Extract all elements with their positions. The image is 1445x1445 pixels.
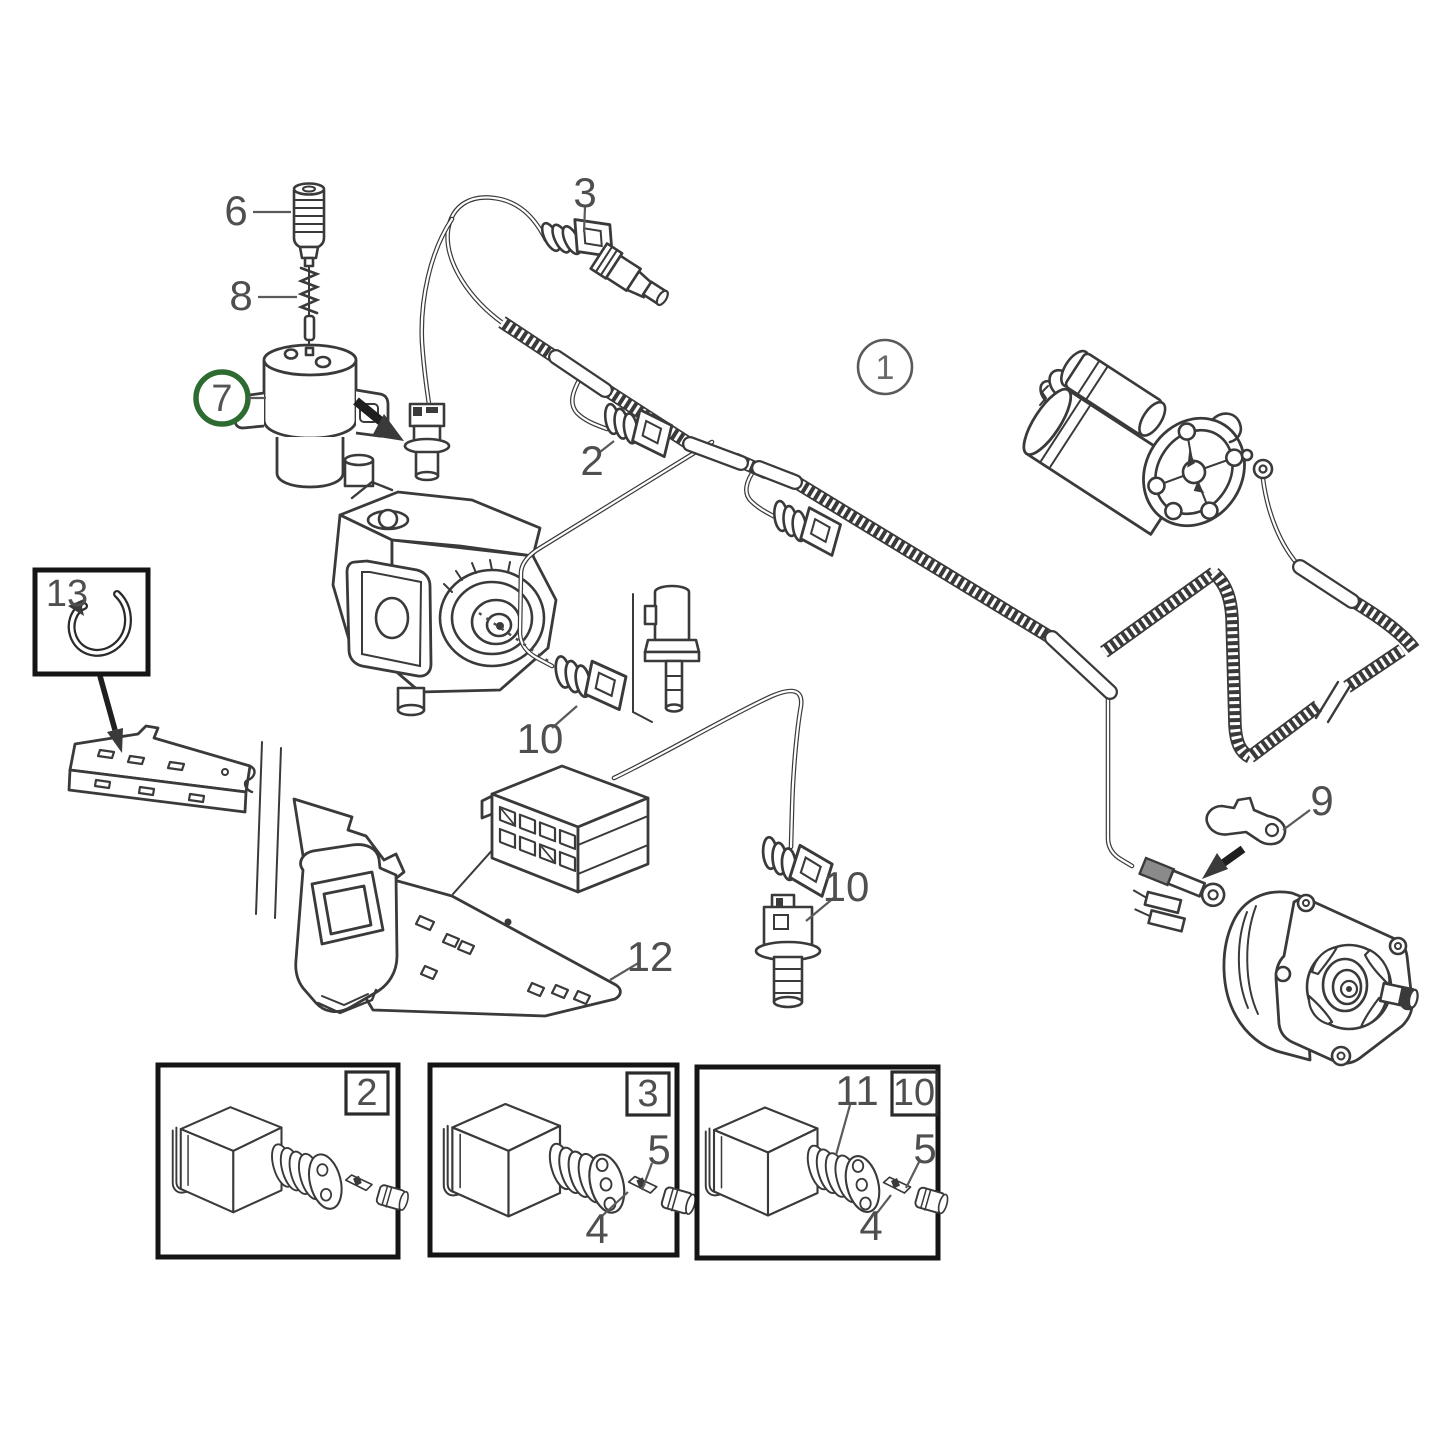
inset-box-connector-10 [694, 1064, 951, 1261]
connector-block [480, 764, 650, 894]
inset-box-connector-2 [155, 1062, 411, 1260]
sensor-part-10 [754, 893, 822, 1009]
glow-plug-part-6 [292, 182, 326, 345]
callout-1: 1 [875, 349, 895, 387]
mounting-bracket-left-section [67, 724, 282, 919]
inset-box-connector-3 [427, 1062, 699, 1258]
callout-10-mid: 10 [516, 715, 564, 762]
temperature-sensor [589, 242, 669, 307]
callout-shapes [193, 206, 1311, 922]
starter-end-cap [1142, 416, 1246, 528]
ring-terminal-leads [1132, 856, 1226, 933]
inset-callout-4c: 4 [859, 1202, 883, 1249]
harness-branch-wires [419, 195, 1304, 869]
inset-tag-10: 10 [892, 1072, 936, 1114]
callout-12: 12 [626, 933, 674, 980]
callout-3: 3 [573, 169, 597, 216]
pump-governor-cover [345, 559, 433, 678]
starter-motor [1022, 349, 1274, 536]
callout-2: 2 [580, 437, 604, 484]
injection-pump [331, 453, 558, 717]
pointer-arrow-solenoid [353, 397, 404, 441]
fuel-shutoff-sensor [403, 402, 451, 482]
pointer-arrow-terminal-9 [1202, 845, 1246, 879]
oil-pressure-sensor [632, 584, 701, 723]
inset-callout-5b: 5 [647, 1126, 671, 1173]
callout-6: 6 [224, 187, 248, 234]
spring-part-8 [297, 266, 321, 353]
terminal-kit-part-9 [1132, 796, 1287, 933]
inset-callout-5c: 5 [913, 1125, 937, 1172]
callout-7: 7 [211, 378, 233, 420]
main-harness-part-1 [498, 316, 1420, 764]
cable-clip-part-13 [32, 567, 151, 677]
alternator [1222, 890, 1419, 1067]
stop-solenoid-part-7 [233, 343, 390, 489]
callout-9: 9 [1310, 777, 1334, 824]
pointer-arrow-clip-13 [97, 675, 123, 753]
circle-part-1 [856, 338, 914, 396]
callout-10-low: 10 [822, 863, 870, 910]
bracket-clamp [294, 843, 399, 1015]
inset-callout-4b: 4 [585, 1205, 609, 1252]
inset-callout-11: 11 [835, 1067, 879, 1114]
harness-connector-part-10-mid [546, 652, 630, 712]
inset-tag-3: 3 [637, 1073, 659, 1115]
callout-13: 13 [45, 573, 89, 615]
inset-tag-2: 2 [356, 1072, 378, 1114]
pump-drive-boss [438, 559, 546, 668]
mounting-bracket-part-12 [292, 797, 641, 1018]
callout-8: 8 [229, 272, 253, 319]
